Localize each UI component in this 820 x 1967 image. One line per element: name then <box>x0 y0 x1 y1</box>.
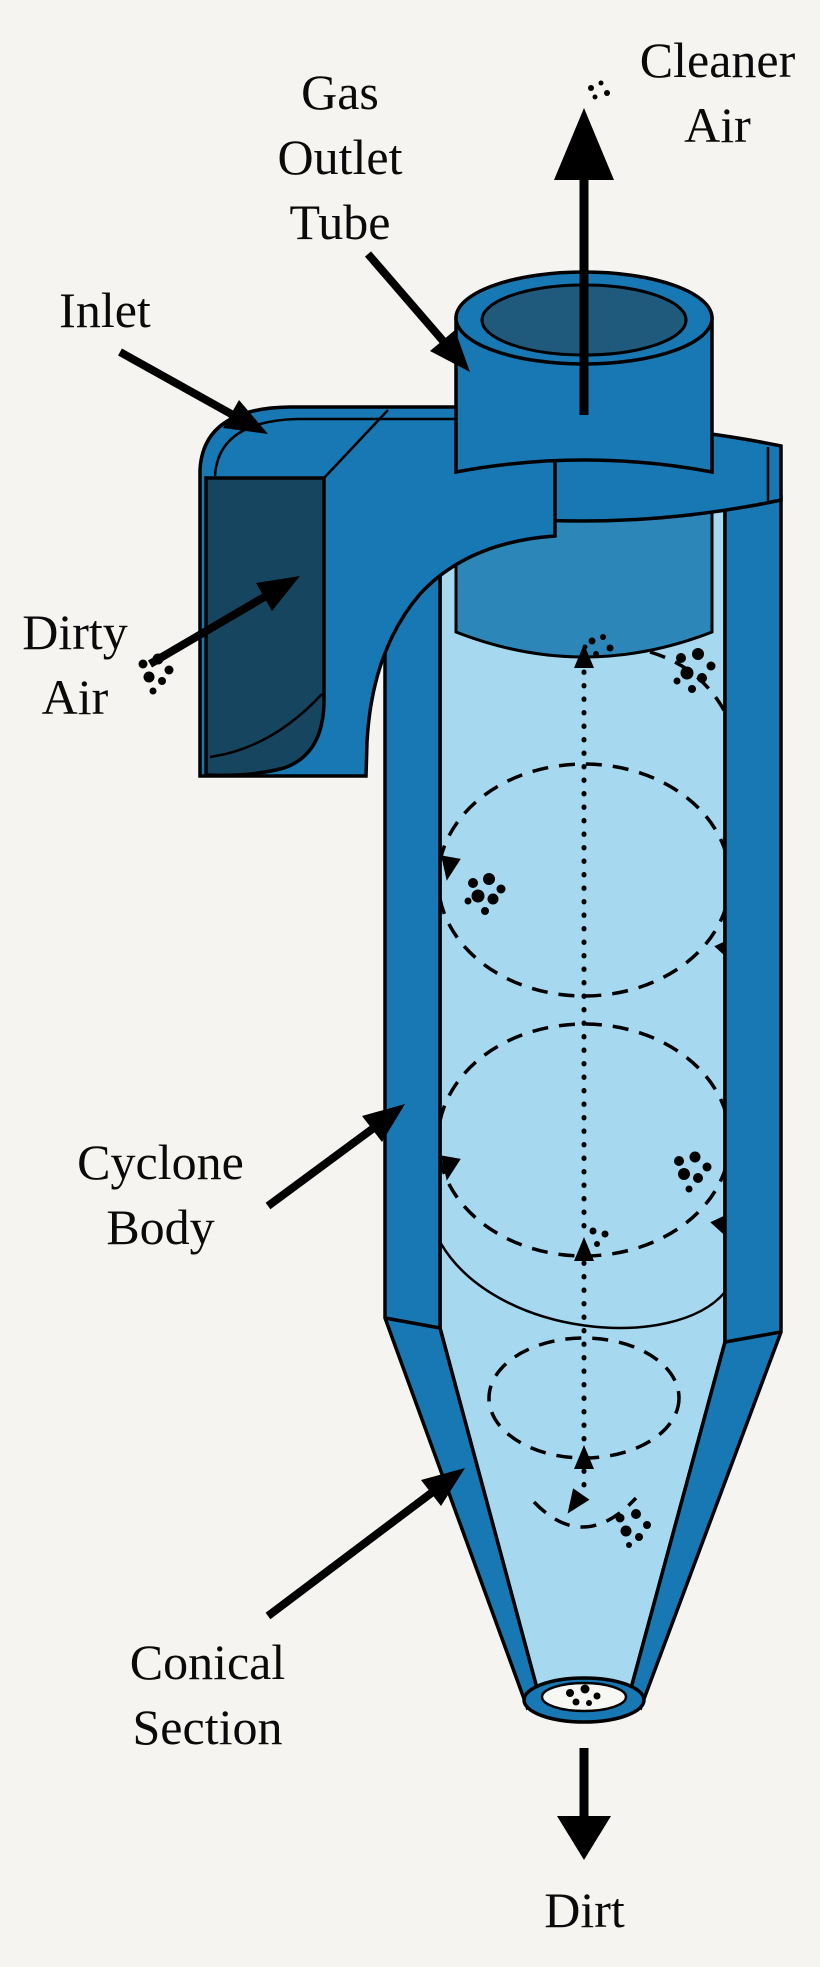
label-line: Inlet <box>59 282 151 338</box>
label-arrows <box>118 251 611 1860</box>
label-line: Outlet <box>277 129 403 185</box>
label-dirty-air: Dirty Air <box>5 600 145 730</box>
dust-cluster <box>588 80 610 100</box>
dust-cluster <box>464 873 506 915</box>
label-line: Body <box>106 1199 215 1255</box>
inlet-opening <box>204 476 326 778</box>
inlet-arrow <box>118 348 268 434</box>
label-line: Section <box>132 1699 283 1755</box>
label-line: Cyclone <box>77 1134 244 1190</box>
dust-cluster <box>615 1509 651 1548</box>
label-line: Dirty <box>22 604 128 660</box>
label-line: Gas <box>301 64 379 120</box>
label-gas-outlet-tube: Gas Outlet Tube <box>230 60 450 255</box>
cleaner-air-arrow <box>554 80 614 415</box>
cone-junction-curve <box>440 1241 725 1330</box>
label-line: Conical <box>129 1634 286 1690</box>
label-conical-section: Conical Section <box>100 1630 315 1760</box>
dirty-air-arrow <box>147 576 300 668</box>
label-line: Dirt <box>544 1882 625 1938</box>
label-inlet: Inlet <box>30 278 180 343</box>
gas-outlet-tube-arrow <box>364 251 470 372</box>
label-dirt: Dirt <box>512 1878 657 1943</box>
dirt-arrow <box>557 1748 611 1860</box>
dust-cluster <box>674 1151 712 1193</box>
dust-cluster <box>582 634 614 657</box>
conical-section-arrow <box>265 1468 465 1620</box>
cone-tip-opening <box>522 1676 646 1724</box>
inlet-duct <box>198 405 557 778</box>
label-cyclone-body: Cyclone Body <box>58 1130 263 1260</box>
cyclone-body-arrow <box>265 1104 405 1210</box>
dust-cluster <box>566 1684 601 1706</box>
dust-cluster <box>589 1227 609 1247</box>
label-line: Air <box>41 669 109 725</box>
label-cleaner-air: Cleaner Air <box>615 28 820 158</box>
label-line: Air <box>684 97 751 153</box>
dust-cluster <box>673 648 716 693</box>
label-line: Cleaner <box>639 32 796 88</box>
dust-particles-inside <box>464 634 716 1548</box>
label-line: Tube <box>289 194 391 250</box>
